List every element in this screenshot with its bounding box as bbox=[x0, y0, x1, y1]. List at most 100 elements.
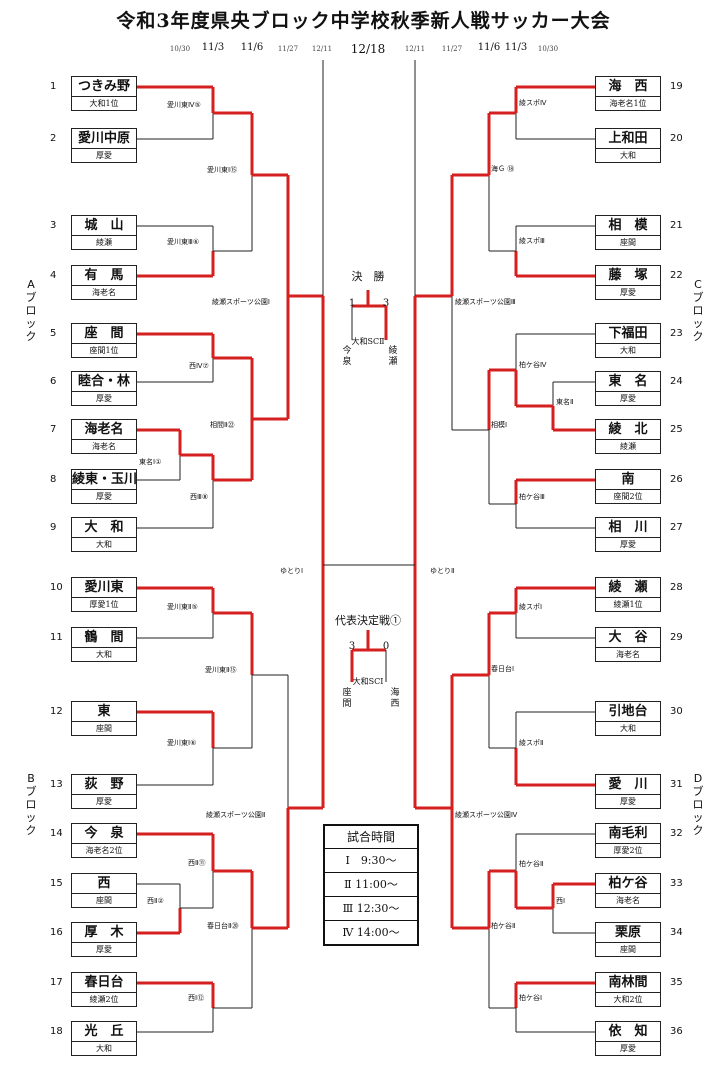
seed-number: 33 bbox=[670, 878, 683, 889]
seed-number: 7 bbox=[50, 424, 57, 435]
team-name: 愛川東 bbox=[72, 578, 136, 598]
team-district: 海老名2位 bbox=[85, 846, 123, 855]
team-name: 春日台 bbox=[72, 973, 136, 993]
block-a-label: Aブロック bbox=[25, 278, 37, 343]
team-name: 愛川中原 bbox=[72, 129, 136, 149]
seed-number: 20 bbox=[670, 133, 683, 144]
team-district: 厚愛 bbox=[96, 394, 112, 403]
team-name: 綾 瀬 bbox=[596, 578, 660, 598]
rep-team-right: 海西 bbox=[390, 688, 400, 709]
team-name: 大 和 bbox=[72, 518, 136, 538]
team-box: 南毛利厚愛2位 bbox=[595, 823, 661, 858]
rep-score-right: 0 bbox=[382, 641, 390, 652]
seed-number: 1 bbox=[50, 81, 57, 92]
team-name: 東 名 bbox=[596, 372, 660, 392]
team-district: 大和 bbox=[620, 151, 636, 160]
team-box: 相 川厚愛 bbox=[595, 517, 661, 552]
team-name: 大 谷 bbox=[596, 628, 660, 648]
seed-number: 8 bbox=[50, 474, 57, 485]
team-district: 海老名 bbox=[616, 650, 640, 659]
team-box: 城 山綾瀬 bbox=[71, 215, 137, 250]
team-name: 海老名 bbox=[72, 420, 136, 440]
team-district: 大和 bbox=[96, 650, 112, 659]
seed-number: 23 bbox=[670, 328, 683, 339]
match-venue-label: 相模Ⅰ bbox=[491, 421, 508, 429]
seed-number: 22 bbox=[670, 270, 683, 281]
seed-number: 27 bbox=[670, 522, 683, 533]
seed-number: 2 bbox=[50, 133, 57, 144]
match-venue-label: 愛川東Ⅳ⑤ bbox=[167, 101, 201, 109]
team-name: 綾 北 bbox=[596, 420, 660, 440]
team-district: 綾瀬1位 bbox=[613, 600, 643, 609]
page-title: 令和3年度県央ブロック中学校秋季新人戦サッカー大会 bbox=[116, 10, 611, 32]
seed-number: 35 bbox=[670, 977, 683, 988]
team-box: 藤 塚厚愛 bbox=[595, 265, 661, 300]
team-box: つきみ野大和1位 bbox=[71, 76, 137, 111]
seed-number: 16 bbox=[50, 927, 63, 938]
team-district: 綾瀬2位 bbox=[89, 995, 119, 1004]
team-name: 城 山 bbox=[72, 216, 136, 236]
match-venue-label: 西Ⅳ⑦ bbox=[189, 362, 209, 370]
date-r3: 11/3 bbox=[504, 42, 528, 53]
seed-number: 24 bbox=[670, 376, 683, 387]
block-d-label: Dブロック bbox=[692, 772, 704, 837]
team-name: 海 西 bbox=[596, 77, 660, 97]
seed-number: 19 bbox=[670, 81, 683, 92]
team-district: 厚愛2位 bbox=[613, 846, 643, 855]
seed-number: 29 bbox=[670, 632, 683, 643]
team-name: 下福田 bbox=[596, 324, 660, 344]
match-venue-label: 東名Ⅰ① bbox=[139, 458, 162, 466]
team-box: 厚 木厚愛 bbox=[71, 922, 137, 957]
team-district: 座間 bbox=[96, 724, 112, 733]
match-venue-label: 春日台Ⅱ⑳ bbox=[207, 922, 239, 930]
block-c-label: Cブロック bbox=[692, 278, 704, 343]
match-schedule: 試合時間 Ⅰ 9:30～ Ⅱ 11:00～ Ⅲ 12:30～ Ⅳ 14:00～ bbox=[323, 824, 419, 946]
team-name: 有 馬 bbox=[72, 266, 136, 286]
team-box: 睦合・林厚愛 bbox=[71, 371, 137, 406]
match-venue-label: 柏ケ谷Ⅱ bbox=[491, 922, 516, 930]
team-box: 今 泉海老名2位 bbox=[71, 823, 137, 858]
team-box: 柏ケ谷海老名 bbox=[595, 873, 661, 908]
team-district: 厚愛1位 bbox=[89, 600, 119, 609]
team-name: 相 模 bbox=[596, 216, 660, 236]
match-venue-label: 綾瀬スポーツ公園Ⅲ bbox=[455, 298, 516, 306]
team-box: 愛 川厚愛 bbox=[595, 774, 661, 809]
seed-number: 18 bbox=[50, 1026, 63, 1037]
schedule-row: Ⅲ 12:30～ bbox=[325, 897, 417, 921]
rep-team-left: 座間 bbox=[342, 688, 352, 709]
match-venue-label: 綾スポⅡ bbox=[519, 739, 544, 747]
team-district: 厚愛 bbox=[620, 394, 636, 403]
seed-number: 14 bbox=[50, 828, 63, 839]
schedule-row: Ⅳ 14:00～ bbox=[342, 926, 400, 939]
team-name: 南 bbox=[596, 470, 660, 490]
team-district: 綾瀬 bbox=[620, 442, 636, 451]
team-district: 海老名 bbox=[92, 442, 116, 451]
date-r0: 12/11 bbox=[404, 45, 426, 53]
final-score-right: 3 bbox=[382, 298, 390, 309]
seed-number: 32 bbox=[670, 828, 683, 839]
block-b-label: Bブロック bbox=[25, 772, 37, 837]
match-venue-label: 柏ケ谷Ⅰ bbox=[519, 994, 543, 1002]
seed-number: 34 bbox=[670, 927, 683, 938]
date-header: 10/30 11/3 11/6 11/27 12/11 12/18 12/11 … bbox=[0, 42, 727, 56]
match-venue-label: 東名Ⅱ bbox=[556, 398, 574, 406]
match-venue-label: 綾瀬スポーツ公園Ⅱ bbox=[206, 811, 266, 819]
team-box: 南林間大和2位 bbox=[595, 972, 661, 1007]
schedule-title: 試合時間 bbox=[325, 826, 417, 849]
team-district: 大和 bbox=[96, 1044, 112, 1053]
match-venue-label: 愛川東Ⅲ⑥ bbox=[167, 238, 200, 246]
schedule-row: Ⅰ 9:30～ bbox=[325, 849, 417, 873]
team-box: 春日台綾瀬2位 bbox=[71, 972, 137, 1007]
seed-number: 31 bbox=[670, 779, 683, 790]
match-venue-label: 春日台Ⅰ bbox=[491, 665, 515, 673]
team-name: 依 知 bbox=[596, 1022, 660, 1042]
seed-number: 6 bbox=[50, 376, 57, 387]
seed-number: 21 bbox=[670, 220, 683, 231]
team-name: 柏ケ谷 bbox=[596, 874, 660, 894]
team-district: 座間1位 bbox=[89, 346, 119, 355]
final-team-right: 綾瀬 bbox=[388, 346, 398, 367]
team-box: 綾 北綾瀬 bbox=[595, 419, 661, 454]
team-district: 座間2位 bbox=[613, 492, 643, 501]
match-venue-label: 愛川東Ⅱ⑮ bbox=[205, 666, 237, 674]
team-name: 光 丘 bbox=[72, 1022, 136, 1042]
